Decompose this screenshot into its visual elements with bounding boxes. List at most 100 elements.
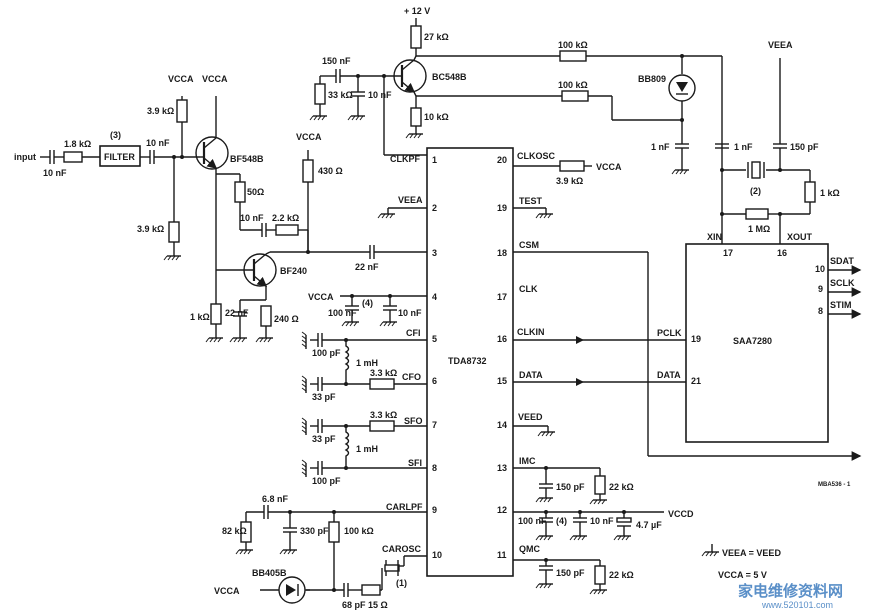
pin-8-num: 8 bbox=[432, 463, 437, 473]
pin-12-num: 12 bbox=[497, 505, 507, 515]
pin-8-label: SFI bbox=[408, 458, 422, 468]
c-22nf-em-label: 22 nF bbox=[225, 308, 249, 318]
r-15-label: 15 Ω bbox=[368, 600, 388, 610]
pin-19-label: TEST bbox=[519, 196, 543, 206]
q2-transistor bbox=[195, 96, 246, 343]
r-430-label: 430 Ω bbox=[318, 166, 343, 176]
c-100pf-sfi-label: 100 pF bbox=[312, 476, 341, 486]
pin-20-num: 20 bbox=[497, 155, 507, 165]
q2-label: BF548B bbox=[230, 154, 264, 164]
c-10nf-p12-label: 10 nF bbox=[590, 516, 614, 526]
pin-6-num: 6 bbox=[432, 376, 437, 386]
vcca-note: VCCA = 5 V bbox=[718, 570, 767, 580]
ground-note-symbol bbox=[701, 544, 720, 557]
filter-label: FILTER bbox=[104, 152, 135, 162]
c-22nf-pin3-label: 22 nF bbox=[355, 262, 379, 272]
pin-16-num: 16 bbox=[497, 334, 507, 344]
r-100k-c-label: 100 kΩ bbox=[344, 526, 374, 536]
r-33k-label: 33 kΩ bbox=[328, 90, 353, 100]
c-33pf-sfo-label: 33 pF bbox=[312, 434, 336, 444]
pin-15-num: 15 bbox=[497, 376, 507, 386]
r-1k-x-label: 1 kΩ bbox=[820, 188, 840, 198]
pin-7-num: 7 bbox=[432, 420, 437, 430]
pin-5-num: 5 bbox=[432, 334, 437, 344]
c-150pf-qmc-label: 150 pF bbox=[556, 568, 585, 578]
bb809-label: BB809 bbox=[638, 74, 666, 84]
pin-11-num: 11 bbox=[497, 550, 507, 560]
vcca-label-bb405: VCCA bbox=[214, 586, 240, 596]
c-68pf-label: 68 pF bbox=[342, 600, 366, 610]
pin-14-label: VEED bbox=[518, 412, 543, 422]
pin-10-label: CAROSC bbox=[382, 544, 422, 554]
saa-xin-label: XIN bbox=[707, 232, 722, 242]
xtal-note: (2) bbox=[750, 186, 761, 196]
r-82k-label: 82 kΩ bbox=[222, 526, 247, 536]
tda-right-pins: 20 19 18 17 16 15 14 13 12 11 bbox=[497, 155, 507, 560]
pin-14-num: 14 bbox=[497, 420, 507, 430]
pin-18-num: 18 bbox=[497, 248, 507, 258]
q1-section bbox=[309, 18, 723, 244]
r-3k3-sfo-label: 3.3 kΩ bbox=[370, 410, 397, 420]
r-100k-a-label: 100 kΩ bbox=[558, 40, 588, 50]
r-240-label: 240 Ω bbox=[274, 314, 299, 324]
pin-17-label: CLK bbox=[519, 284, 538, 294]
pin-9-label: CARLPF bbox=[386, 502, 423, 512]
q3-collector-load bbox=[270, 150, 427, 259]
r-3k9-clk-label: 3.9 kΩ bbox=[556, 176, 583, 186]
pin-4-label: VCCA bbox=[308, 292, 334, 302]
pin-11-label: QMC bbox=[519, 544, 540, 554]
vcca-label-q2: VCCA bbox=[202, 74, 228, 84]
saa-sdat-num: 10 bbox=[815, 264, 825, 274]
saa-outputs bbox=[828, 265, 862, 319]
saa-xout-num: 16 bbox=[777, 248, 787, 258]
c-1nf-b-label: 1 nF bbox=[734, 142, 753, 152]
r-3k3-cfo-label: 3.3 kΩ bbox=[370, 368, 397, 378]
vcca-label-430: VCCA bbox=[296, 132, 322, 142]
pin-13-num: 13 bbox=[497, 463, 507, 473]
r-22k-imc-label: 22 kΩ bbox=[609, 482, 634, 492]
saa-xin-num: 17 bbox=[723, 248, 733, 258]
c-p12-note: (4) bbox=[556, 516, 567, 526]
saa-data-num: 21 bbox=[691, 376, 701, 386]
veea-label-saa: VEEA bbox=[768, 40, 793, 50]
pin-4-num: 4 bbox=[432, 292, 437, 302]
saa-sclk-label: SCLK bbox=[830, 278, 855, 288]
pin-17-num: 17 bbox=[497, 292, 507, 302]
vcca-label-clkosc: VCCA bbox=[596, 162, 622, 172]
r-in-label: 1.8 kΩ bbox=[64, 139, 91, 149]
l-1mh-a-label: 1 mH bbox=[356, 358, 378, 368]
watermark-name: 家电维修资料网 bbox=[738, 582, 843, 600]
saa-stim-label: STIM bbox=[830, 300, 852, 310]
saa-xout-label: XOUT bbox=[787, 232, 813, 242]
c-150pf-imc-label: 150 pF bbox=[556, 482, 585, 492]
c-10nf-fb-label: 10 nF bbox=[240, 213, 264, 223]
pin-7-label: SFO bbox=[404, 416, 423, 426]
saa-pclk-label: PCLK bbox=[657, 328, 682, 338]
c-330pf-label: 330 pF bbox=[300, 526, 329, 536]
c-filter-out-label: 10 nF bbox=[146, 138, 170, 148]
pin-6-label: CFO bbox=[402, 372, 421, 382]
q1-label: BC548B bbox=[432, 72, 467, 82]
plus12-label: + 12 V bbox=[404, 6, 430, 16]
c-6n8-label: 6.8 nF bbox=[262, 494, 289, 504]
watermark-url: www.520101.com bbox=[761, 600, 833, 610]
pin-2-label: VEEA bbox=[398, 195, 423, 205]
c-150nf-top-label: 150 nF bbox=[322, 56, 351, 66]
saa-stim-num: 8 bbox=[818, 306, 823, 316]
pin-3-num: 3 bbox=[432, 248, 437, 258]
q3-label: BF240 bbox=[280, 266, 307, 276]
pin-13-label: IMC bbox=[519, 456, 536, 466]
tda-right-wiring bbox=[513, 160, 862, 595]
pin-16-label: CLKIN bbox=[517, 327, 545, 337]
c-150pf-label: 150 pF bbox=[790, 142, 819, 152]
input-label: input bbox=[14, 152, 36, 162]
tda-left-pins: 1 2 3 4 5 6 7 8 9 10 bbox=[432, 155, 442, 560]
saa-crystal-network bbox=[715, 58, 816, 244]
pin-19-num: 19 bbox=[497, 203, 507, 213]
r-bias-bot-label: 3.9 kΩ bbox=[137, 224, 164, 234]
input-chain bbox=[40, 145, 200, 167]
c-100nf-p4-label: 100 nF bbox=[328, 308, 357, 318]
q2-bias bbox=[163, 96, 188, 261]
figure-id: MBA536 - 1 bbox=[818, 482, 851, 488]
